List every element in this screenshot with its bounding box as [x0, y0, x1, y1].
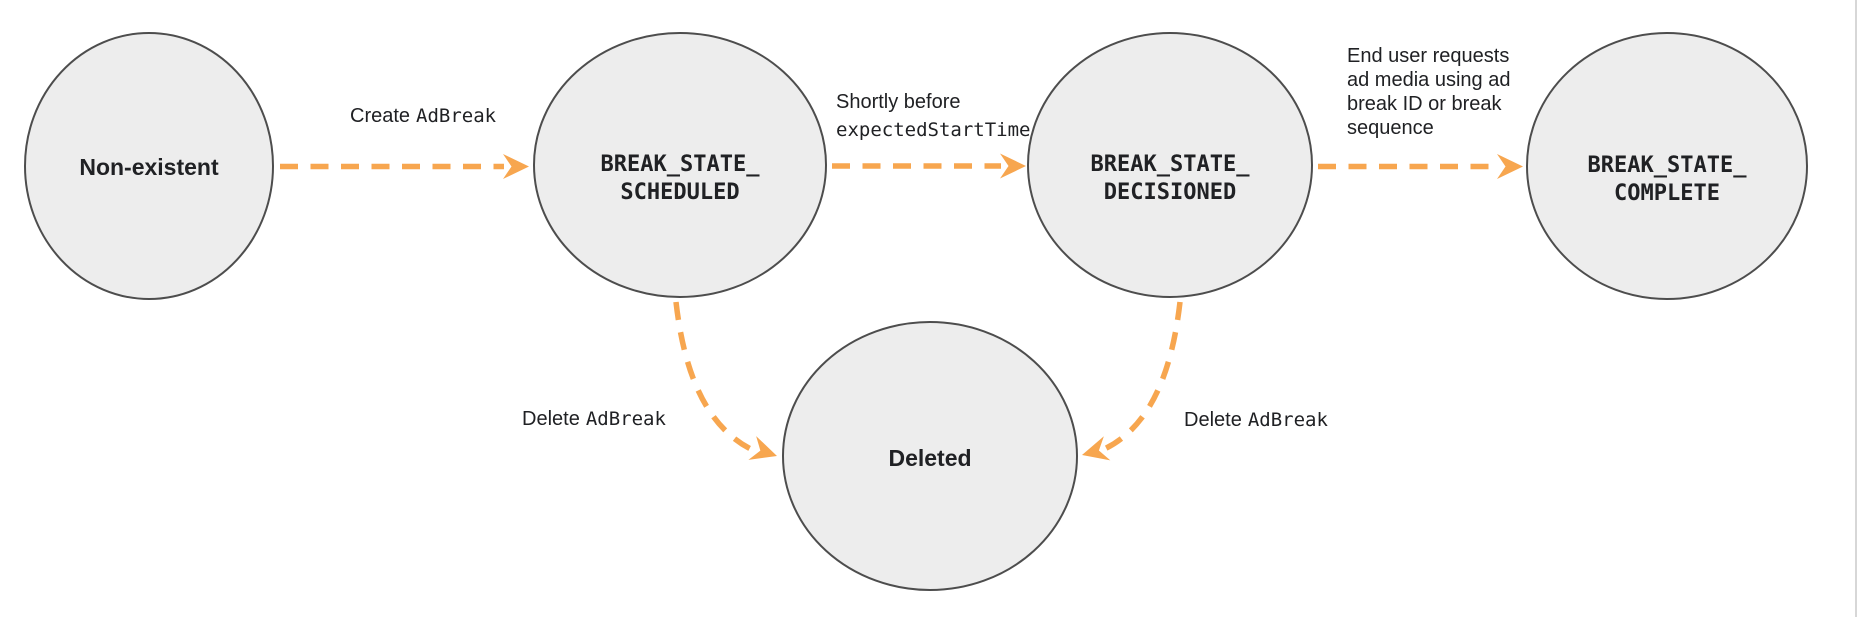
edge-create-label-code: AdBreak: [416, 105, 497, 127]
edge-end-user-label-line2: ad media using ad: [1347, 69, 1510, 91]
node-complete-label: BREAK_STATE_ COMPLETE: [1588, 153, 1748, 206]
node-break-state-decisioned: BREAK_STATE_ DECISIONED: [1027, 32, 1313, 298]
node-deleted: Deleted: [782, 321, 1078, 591]
edge-delete-from-scheduled: Delete AdBreak: [522, 301, 777, 460]
node-non-existent: Non-existent: [24, 32, 274, 300]
node-break-state-complete: BREAK_STATE_ COMPLETE: [1526, 32, 1808, 300]
edge-delete-left-label: Delete AdBreak: [522, 408, 666, 430]
node-non-existent-circle: [24, 32, 274, 300]
edge-shortly-before: Shortly before expectedStartTime: [832, 91, 1030, 179]
edge-end-user-label-line4: sequence: [1347, 117, 1434, 139]
edge-delete-left-label-code: AdBreak: [586, 408, 667, 430]
node-deleted-circle: [782, 321, 1078, 591]
node-complete-label-line2: COMPLETE: [1614, 181, 1720, 206]
edge-delete-left-arrowhead-icon: [748, 436, 777, 460]
node-decisioned-label-line1: BREAK_STATE_: [1091, 152, 1251, 177]
edge-shortly-arrowhead-icon: [1000, 153, 1026, 179]
node-scheduled-circle: [533, 32, 827, 298]
edge-create-adbreak: Create AdBreak: [280, 105, 529, 179]
edge-end-user-label-line3: break ID or break: [1347, 93, 1503, 115]
node-complete-circle: [1526, 32, 1808, 300]
edge-delete-right-arrowhead-icon: [1082, 436, 1111, 461]
node-scheduled-label-line1: BREAK_STATE_: [601, 152, 761, 177]
edge-create-arrowhead-icon: [503, 154, 529, 179]
node-decisioned-circle: [1027, 32, 1313, 298]
edge-delete-from-decisioned: Delete AdBreak: [1082, 301, 1328, 461]
edge-delete-right-curve: [1098, 301, 1183, 454]
edge-shortly-label-code: expectedStartTime: [836, 119, 1030, 141]
edge-shortly-label-text: Shortly before: [836, 91, 961, 113]
node-scheduled-label: BREAK_STATE_ SCHEDULED: [601, 152, 761, 205]
node-scheduled-label-line2: SCHEDULED: [620, 180, 739, 205]
edge-end-user-arrowhead-icon: [1497, 154, 1523, 179]
edge-delete-left-label-text: Delete: [522, 408, 580, 430]
node-deleted-label: Deleted: [888, 445, 971, 471]
edge-end-user-label-line1: End user requests: [1347, 45, 1509, 67]
edge-delete-right-label-code: AdBreak: [1248, 409, 1329, 431]
node-break-state-scheduled: BREAK_STATE_ SCHEDULED: [533, 32, 827, 298]
node-decisioned-label: BREAK_STATE_ DECISIONED: [1091, 152, 1251, 205]
edge-delete-right-label: Delete AdBreak: [1184, 409, 1328, 431]
edge-delete-right-label-text: Delete: [1184, 409, 1242, 431]
node-non-existent-label: Non-existent: [79, 154, 219, 180]
node-decisioned-label-line2: DECISIONED: [1104, 180, 1236, 205]
edge-delete-left-curve: [673, 301, 759, 455]
node-complete-label-line1: BREAK_STATE_: [1588, 153, 1748, 178]
edge-create-label: Create AdBreak: [350, 105, 497, 127]
edge-create-label-text: Create: [350, 105, 410, 127]
